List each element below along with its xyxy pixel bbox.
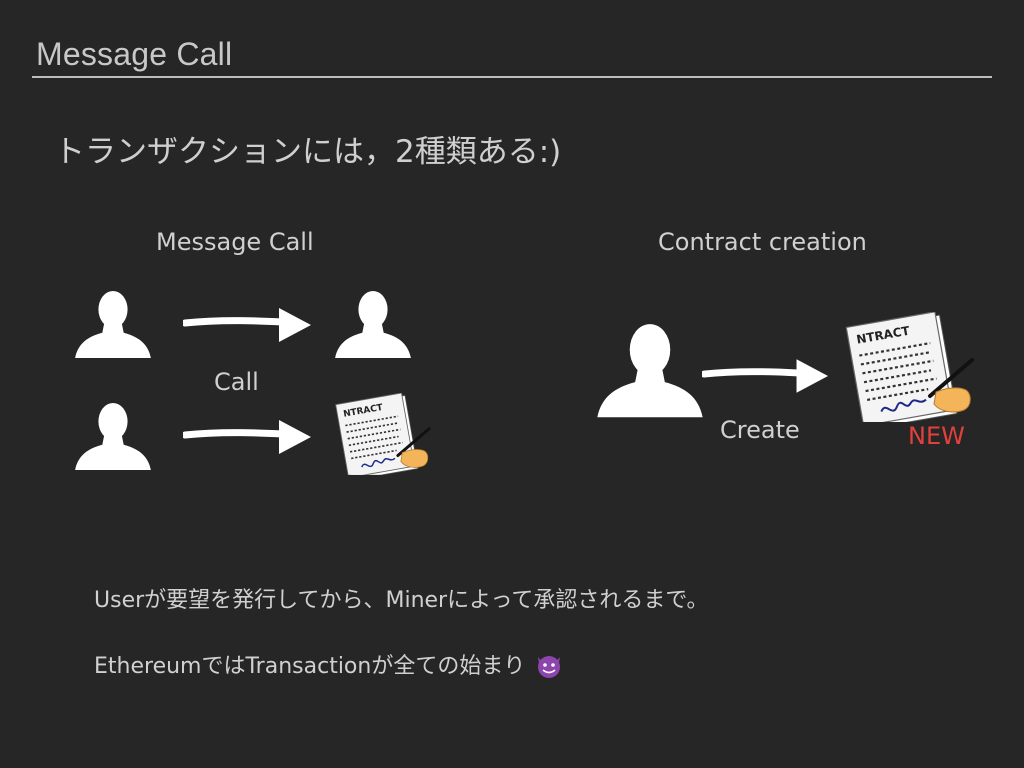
arrow-right-icon	[183, 307, 313, 343]
footer-line-2-text: EthereumではTransactionが全ての始まり	[94, 654, 525, 679]
person-icon	[74, 290, 152, 358]
create-label: Create	[720, 416, 800, 444]
person-icon	[596, 322, 704, 418]
person-icon	[334, 290, 412, 358]
footer-line-2: EthereumではTransactionが全ての始まり	[94, 648, 564, 680]
footer-line-1: Userが要望を発行してから、Minerによって承認されるまで。	[94, 582, 708, 614]
slide-title: Message Call	[36, 36, 232, 73]
call-label: Call	[214, 368, 259, 396]
contract-document-icon	[844, 312, 984, 422]
contract-document-icon	[334, 392, 438, 476]
title-divider	[32, 76, 992, 78]
contract-creation-heading: Contract creation	[658, 228, 867, 256]
person-icon	[74, 402, 152, 470]
arrow-right-icon	[702, 358, 830, 394]
arrow-right-icon	[183, 419, 313, 455]
slide-subtitle: トランザクションには，2種類ある:)	[54, 126, 561, 171]
message-call-heading: Message Call	[156, 228, 314, 256]
smiling-devil-icon	[534, 651, 564, 679]
new-badge: NEW	[908, 422, 965, 450]
